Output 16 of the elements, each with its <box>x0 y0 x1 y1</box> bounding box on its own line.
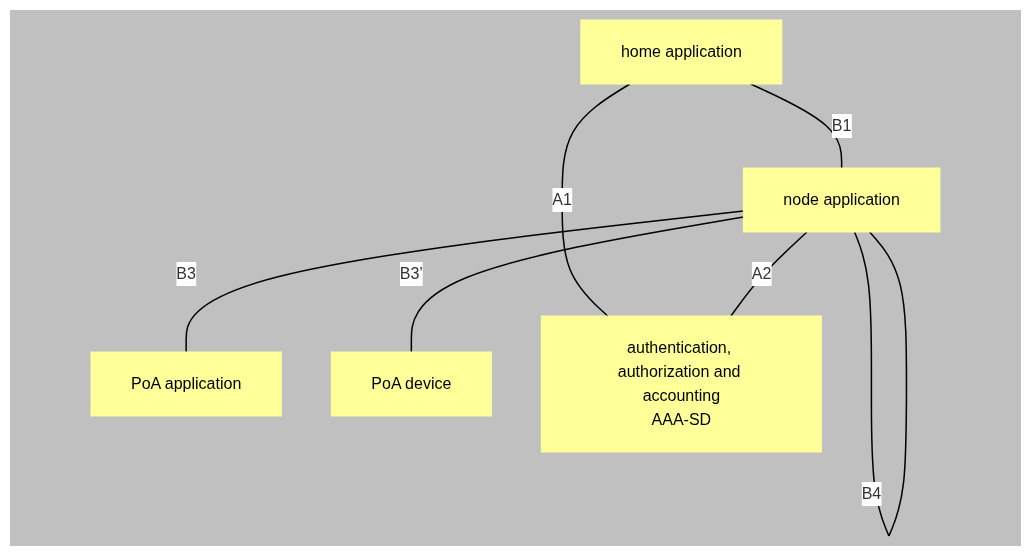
node-box: PoA application <box>90 351 282 417</box>
connector <box>749 83 843 169</box>
node-box: node application <box>742 167 941 233</box>
edge-label: B3’ <box>399 264 423 282</box>
edge-label: A2 <box>751 264 772 282</box>
connector <box>185 210 745 353</box>
edge-label: B3 <box>176 264 196 282</box>
node-box: authentication, authorization and accounting AAA-SD <box>540 315 822 453</box>
edge-label: B1 <box>831 116 852 134</box>
connector <box>410 216 745 353</box>
node-box: PoA device <box>330 351 492 417</box>
connector <box>561 83 631 317</box>
connector <box>730 231 808 317</box>
edge-label: B4 <box>861 484 882 502</box>
edge-label: A1 <box>552 190 572 208</box>
node-box: home application <box>580 19 783 85</box>
